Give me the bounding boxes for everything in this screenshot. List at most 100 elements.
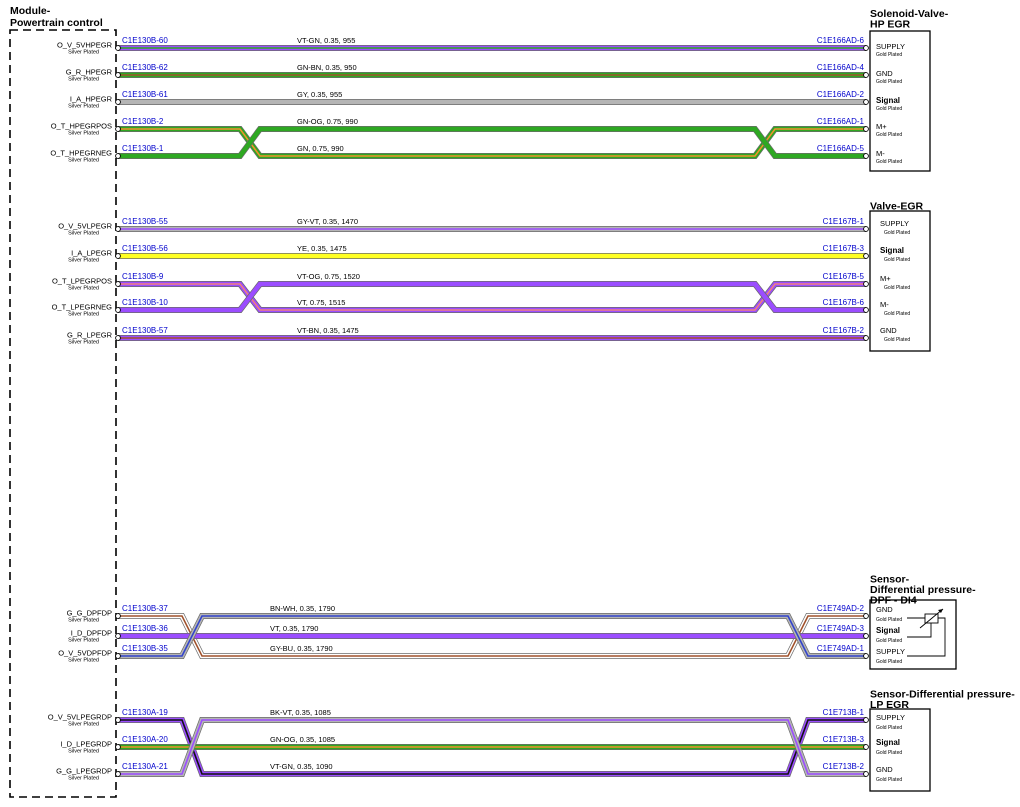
device-title: DPF - DI4	[870, 595, 917, 607]
left-terminal[interactable]	[115, 307, 121, 313]
wire-spec: GN-BN, 0.35, 950	[297, 63, 357, 72]
left-connector-id: C1E130B-2	[122, 117, 164, 126]
left-terminal[interactable]	[115, 613, 121, 619]
right-connector-id: C1E166AD-5	[817, 144, 865, 153]
left-terminal[interactable]	[115, 153, 121, 159]
left-connector-id: C1E130B-61	[122, 90, 168, 99]
module-pin-label: I_D_LPEGRDP	[60, 740, 112, 749]
wire-spec: GY, 0.35, 955	[297, 90, 342, 99]
left-terminal[interactable]	[115, 253, 121, 259]
module-title-line2: Powertrain control	[10, 17, 103, 29]
right-terminal[interactable]	[863, 281, 869, 287]
left-connector-id: C1E130B-9	[122, 272, 164, 281]
device-box[interactable]	[869, 708, 931, 792]
device-title: LP EGR	[870, 699, 909, 711]
left-terminal[interactable]	[115, 771, 121, 777]
right-terminal[interactable]	[863, 771, 869, 777]
left-terminal[interactable]	[115, 653, 121, 659]
right-connector-id: C1E749AD-1	[817, 644, 865, 653]
left-terminal[interactable]	[115, 744, 121, 750]
wire-core	[118, 281, 866, 313]
left-connector-id: C1E130B-57	[122, 326, 168, 335]
device-pin-plating: Gold Plated	[884, 311, 910, 317]
right-terminal[interactable]	[863, 717, 869, 723]
module-pin-plating: Silver Plated	[68, 231, 99, 237]
module-pin-label: O_T_HPEGRPOS	[51, 122, 112, 131]
right-terminal[interactable]	[863, 126, 869, 132]
device-box[interactable]	[869, 30, 931, 172]
left-terminal[interactable]	[115, 633, 121, 639]
right-terminal[interactable]	[863, 335, 869, 341]
right-terminal[interactable]	[863, 253, 869, 259]
right-connector-id: C1E749AD-2	[817, 604, 865, 613]
device-title: Sensor-Differential pressure-	[870, 689, 1015, 701]
device-box[interactable]	[869, 210, 931, 352]
module-pin-plating: Silver Plated	[68, 658, 99, 664]
device-pin-plating: Gold Plated	[876, 159, 902, 165]
module-pin-label: O_T_LPEGRPOS	[52, 277, 112, 286]
wire-spec: BK-VT, 0.35, 1085	[270, 708, 331, 717]
left-connector-id: C1E130B-55	[122, 217, 168, 226]
module-pin-label: O_V_5VLPEGRDP	[48, 713, 112, 722]
left-terminal[interactable]	[115, 717, 121, 723]
right-connector-id: C1E713B-3	[823, 735, 865, 744]
device-title: Solenoid-Valve-	[870, 8, 949, 20]
wire-stripe	[118, 719, 866, 775]
right-terminal[interactable]	[863, 153, 869, 159]
left-terminal[interactable]	[115, 226, 121, 232]
device-title: Valve-EGR	[870, 201, 924, 213]
right-terminal[interactable]	[863, 45, 869, 51]
module-pin-label: O_V_5VLPEGR	[58, 222, 112, 231]
device-pin-label: GND	[876, 605, 893, 614]
left-terminal[interactable]	[115, 72, 121, 78]
device-pin-plating: Gold Plated	[876, 750, 902, 756]
left-terminal[interactable]	[115, 45, 121, 51]
left-connector-id: C1E130B-1	[122, 144, 164, 153]
right-connector-id: C1E167B-2	[823, 326, 865, 335]
module-pin-label: I_D_DPFDP	[71, 629, 112, 638]
left-terminal[interactable]	[115, 126, 121, 132]
module-pin-plating: Silver Plated	[68, 749, 99, 755]
module-pin-label: O_V_5VHPEGR	[57, 41, 113, 50]
wire-spec: VT, 0.35, 1790	[270, 624, 318, 633]
left-terminal[interactable]	[115, 99, 121, 105]
module-pin-plating: Silver Plated	[68, 77, 99, 83]
left-connector-id: C1E130B-10	[122, 298, 168, 307]
left-terminal[interactable]	[115, 281, 121, 287]
device-pin-label: Signal	[876, 738, 900, 747]
left-connector-id: C1E130A-20	[122, 735, 168, 744]
device-pin-plating: Gold Plated	[876, 725, 902, 731]
right-terminal[interactable]	[863, 653, 869, 659]
right-terminal[interactable]	[863, 72, 869, 78]
right-connector-id: C1E167B-3	[823, 244, 865, 253]
right-terminal[interactable]	[863, 744, 869, 750]
right-terminal[interactable]	[863, 307, 869, 313]
left-connector-id: C1E130B-36	[122, 624, 168, 633]
right-connector-id: C1E713B-1	[823, 708, 865, 717]
right-terminal[interactable]	[863, 633, 869, 639]
left-terminal[interactable]	[115, 335, 121, 341]
right-terminal[interactable]	[863, 226, 869, 232]
right-terminal[interactable]	[863, 99, 869, 105]
right-terminal[interactable]	[863, 613, 869, 619]
device-pin-label: M-	[880, 300, 889, 309]
